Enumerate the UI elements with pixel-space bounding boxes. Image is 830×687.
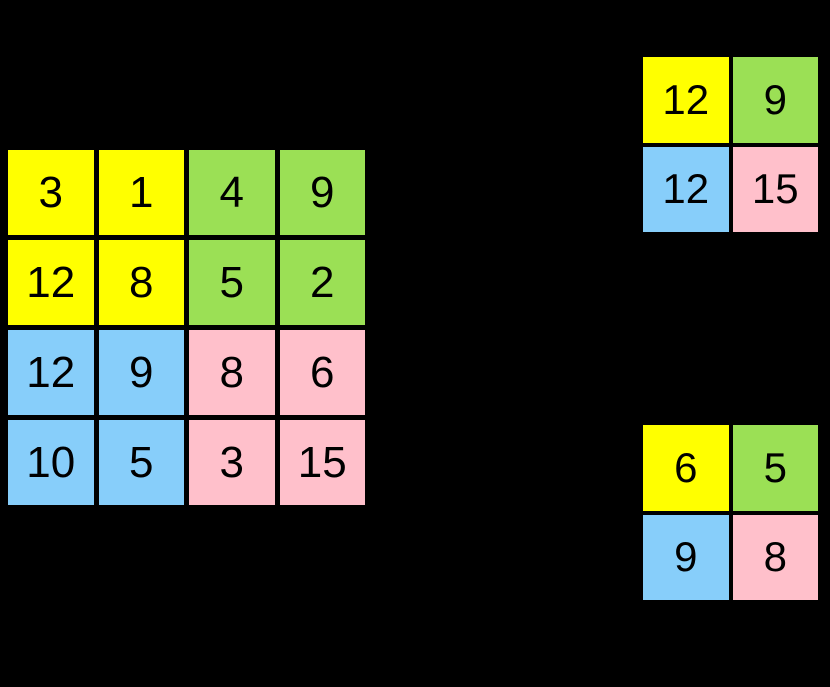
input-matrix-cell: 12 <box>8 330 94 415</box>
average-pool-cell: 8 <box>732 514 818 600</box>
max-pool-cell: 12 <box>643 146 729 232</box>
input-matrix-cell: 15 <box>279 420 365 505</box>
max-pool-cell: 12 <box>643 57 729 143</box>
average-pool-cell: 9 <box>643 514 729 600</box>
input-matrix-cell: 5 <box>98 420 184 505</box>
average-pool-cell: 6 <box>643 425 729 511</box>
input-matrix-cell: 9 <box>98 330 184 415</box>
input-matrix-cell: 5 <box>189 240 275 325</box>
input-matrix-cell: 12 <box>8 240 94 325</box>
input-matrix-cell: 10 <box>8 420 94 505</box>
input-matrix-cell: 1 <box>98 150 184 235</box>
input-matrix-cell: 6 <box>279 330 365 415</box>
input-matrix-cell: 2 <box>279 240 365 325</box>
max-pool-cell: 15 <box>732 146 818 232</box>
input-matrix-cell: 3 <box>8 150 94 235</box>
input-matrix-cell: 8 <box>189 330 275 415</box>
max-pool-cell: 9 <box>732 57 818 143</box>
input-matrix-cell: 4 <box>189 150 275 235</box>
input-matrix-cell: 3 <box>189 420 275 505</box>
average-pool-cell: 5 <box>732 425 818 511</box>
input-matrix-cell: 9 <box>279 150 365 235</box>
input-matrix-cell: 8 <box>98 240 184 325</box>
